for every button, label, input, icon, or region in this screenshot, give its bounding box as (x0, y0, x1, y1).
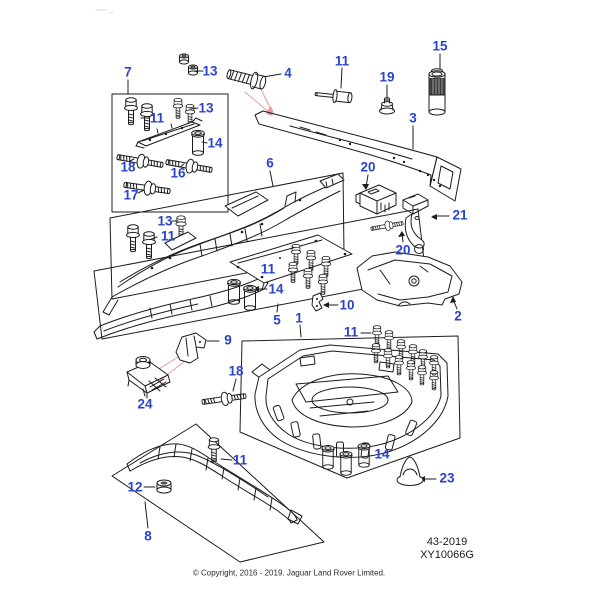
callout-10[interactable]: 10 (339, 297, 355, 313)
part-13-nuts-top[interactable] (179, 53, 198, 76)
callout-9[interactable]: 9 (224, 332, 232, 348)
callout-6[interactable]: 6 (266, 155, 274, 171)
callout-18-a[interactable]: 18 (120, 159, 136, 175)
callout-boxes (93, 93, 461, 563)
callout-1[interactable]: 1 (295, 310, 303, 326)
part-3-crossbeam[interactable] (254, 110, 462, 202)
drawing-number: XY10066G (420, 549, 474, 561)
callout-21[interactable]: 21 (452, 207, 468, 223)
callout-20-b[interactable]: 20 (395, 242, 411, 258)
part-23-grommet[interactable] (396, 456, 424, 486)
callout-11-c[interactable]: 11 (160, 228, 176, 244)
callout-11-d[interactable]: 11 (260, 261, 276, 277)
part-5-side-member[interactable] (93, 234, 353, 340)
box-1 (239, 335, 461, 479)
callout-4[interactable]: 4 (284, 65, 292, 81)
callout-11-e[interactable]: 11 (343, 324, 359, 340)
part-1-floor-pan[interactable] (251, 344, 449, 459)
part-bracket-strip (135, 117, 203, 149)
callout-18-b[interactable]: 18 (228, 363, 244, 379)
part-20-clamp[interactable] (355, 184, 397, 215)
box-8 (111, 423, 325, 563)
callout-13-b[interactable]: 13 (198, 100, 214, 116)
part-18-stud[interactable] (200, 388, 248, 410)
callout-14-b[interactable]: 14 (268, 281, 284, 297)
callout-13-a[interactable]: 13 (202, 63, 218, 79)
callout-11-a[interactable]: 11 (334, 53, 350, 69)
callout-19[interactable]: 19 (379, 69, 395, 85)
part-10-bracket[interactable] (311, 292, 324, 312)
box-7 (111, 93, 229, 213)
callout-23[interactable]: 23 (439, 470, 455, 486)
leader-arrowheads (253, 184, 456, 482)
callout-24[interactable]: 24 (137, 396, 153, 412)
part-2-undershield[interactable] (356, 251, 463, 307)
part-15-rivet-nut[interactable] (428, 68, 446, 116)
callout-8[interactable]: 8 (144, 528, 152, 544)
part-21-bracket[interactable] (402, 193, 429, 254)
callout-15[interactable]: 15 (432, 38, 448, 54)
callout-3[interactable]: 3 (409, 110, 417, 126)
part-6-side-member[interactable] (102, 173, 345, 316)
callout-16[interactable]: 16 (170, 165, 186, 181)
scan-artifact (95, 9, 114, 14)
part-20-stud[interactable] (369, 217, 405, 235)
callout-14-a[interactable]: 14 (207, 135, 223, 151)
callout-2[interactable]: 2 (454, 308, 462, 324)
callout-11-b[interactable]: 11 (149, 110, 165, 126)
callout-14-c[interactable]: 14 (374, 446, 390, 462)
callout-17[interactable]: 17 (123, 187, 139, 203)
callout-5[interactable]: 5 (273, 312, 281, 328)
part-4-bolt[interactable] (225, 66, 267, 92)
callout-11-f[interactable]: 11 (232, 452, 248, 468)
part-19-nut[interactable] (379, 97, 395, 115)
part-11-rivet[interactable] (314, 88, 353, 105)
part-9-bracket[interactable] (175, 332, 207, 364)
group-7-fastener-kit[interactable] (115, 97, 214, 199)
callout-20-a[interactable]: 20 (360, 159, 376, 175)
part-12-nut[interactable] (156, 479, 172, 494)
callout-7[interactable]: 7 (124, 64, 132, 80)
copyright-note: © Copyright, 2016 - 2019. Jaguar Land Ro… (192, 568, 386, 578)
sheet-code: 43-2019 (426, 536, 468, 548)
callout-13-c[interactable]: 13 (157, 213, 173, 229)
part-24-clip-nut[interactable] (126, 356, 171, 399)
callout-12[interactable]: 12 (127, 479, 143, 495)
